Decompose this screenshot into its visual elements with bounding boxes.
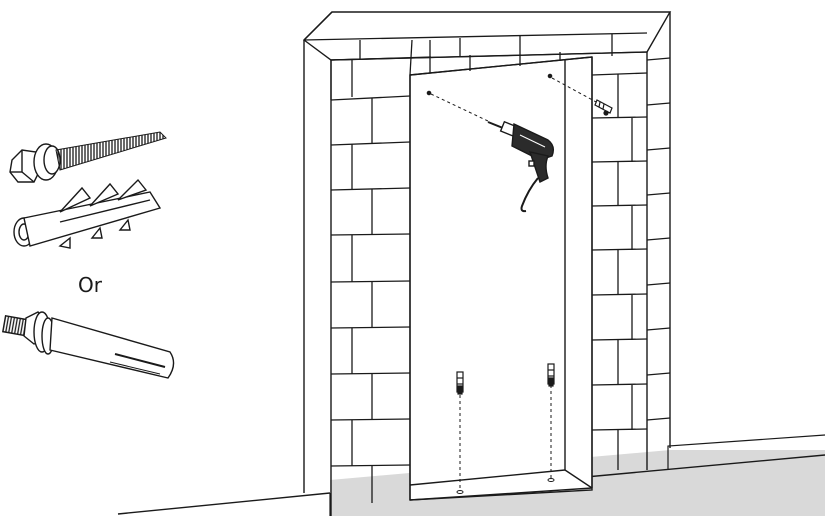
wall-plug-icon <box>14 180 160 248</box>
hex-lag-screw-icon <box>10 132 166 182</box>
brick-wall <box>304 12 670 516</box>
anchor-bottom-right-icon <box>548 364 554 386</box>
anchor-bottom-left-icon <box>457 372 463 394</box>
right-pillar-bricks <box>592 58 670 470</box>
or-label: Or <box>78 273 103 297</box>
anchor-top-right-icon <box>595 100 612 115</box>
expansion-anchor-bolt-icon <box>3 312 174 378</box>
